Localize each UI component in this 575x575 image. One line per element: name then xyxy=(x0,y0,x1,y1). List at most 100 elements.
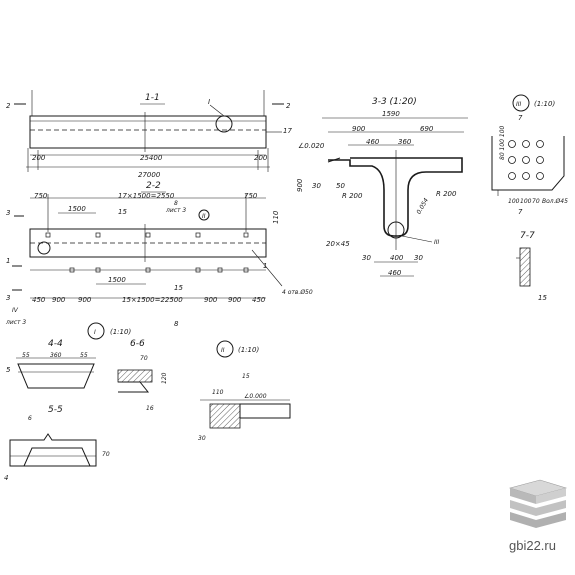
dim-900-c: 900 xyxy=(204,296,218,304)
watermark-text: gbi22.ru xyxy=(509,538,556,553)
section-5-5-title: 5-5 xyxy=(48,405,63,415)
section-4-4: 4-4 55 360 55 5 xyxy=(6,339,96,389)
cut-1-right: 1 xyxy=(263,262,267,270)
cut-8-bottom: 8 xyxy=(174,320,179,328)
dim-100-b: 100 xyxy=(520,198,532,205)
detail-i-callout: I xyxy=(208,98,210,106)
detail-ii-title: II xyxy=(221,347,225,354)
dim-15-ii: 15 xyxy=(242,373,250,380)
dim-80-100-100: 80 100 100 xyxy=(499,125,506,160)
cut-2-right: 2 xyxy=(286,102,291,110)
dim-r200-left: R 200 xyxy=(342,192,363,200)
section-3-3-title: 3-3 (1:20) xyxy=(372,97,417,107)
detail-ii-scale: (1:10) xyxy=(238,346,259,354)
dim-200-left: 200 xyxy=(32,154,46,162)
dim-25400: 25400 xyxy=(140,154,163,162)
dim-100-a: 100 xyxy=(508,198,520,205)
cut-2-left: 2 xyxy=(6,102,11,110)
dim-15-77: 15 xyxy=(538,294,547,302)
dim-17x1500: 17×1500=2550 xyxy=(118,192,175,200)
dim-15x1500: 15×1500=22500 xyxy=(122,296,183,304)
detail-iii-callout: III xyxy=(434,239,440,246)
section-1-1-title: 1-1 xyxy=(145,93,160,103)
dim-110: 110 xyxy=(272,210,280,224)
detail-iii-scale: (1:10) xyxy=(534,100,555,108)
section-7-7-title: 7-7 xyxy=(520,231,535,241)
section-3-3: 3-3 (1:20) 1590 900 690 460 360 ∠0.020 3… xyxy=(296,97,468,277)
dim-1500-top: 1500 xyxy=(68,205,86,213)
dim-level-0000: ∠0.000 xyxy=(244,393,267,400)
dim-450-left: 450 xyxy=(32,296,46,304)
dim-900-a: 900 xyxy=(52,296,66,304)
section-7-7: 7-7 15 xyxy=(516,231,547,302)
section-2-2: 2-2 750 17×1500=2550 750 1500 15 II 8 ли… xyxy=(5,181,313,328)
dim-70-55: 70 xyxy=(102,451,110,458)
cut-3-left: 3 xyxy=(6,209,10,217)
dim-460-bottom: 460 xyxy=(388,269,402,277)
section-5-5: 5-5 6 70 4 xyxy=(4,405,110,482)
dim-70-c: 70 xyxy=(532,198,540,205)
cut-8-top: 8 xyxy=(174,200,178,207)
dim-level-0020: ∠0.020 xyxy=(298,142,325,150)
dim-1590: 1590 xyxy=(382,110,400,118)
detail-i-scale: (1:10) xyxy=(110,328,131,336)
dim-55-right: 55 xyxy=(80,352,88,359)
dim-50-left: 50 xyxy=(336,182,345,190)
cut-3-bottom: 3 xyxy=(6,294,10,302)
dim-690: 690 xyxy=(420,125,434,133)
detail-iv-callout: IV xyxy=(12,307,19,314)
dim-70-66: 70 xyxy=(140,355,148,362)
cut-7-bottom: 7 xyxy=(518,208,523,216)
section-4-4-title: 4-4 xyxy=(48,339,63,349)
bolt-holes xyxy=(508,140,544,180)
dim-30-left: 30 xyxy=(312,182,321,190)
dim-4-holes: 4 отв.Ø50 xyxy=(282,289,313,296)
detail-iii: III (1:10) 7 80 100 100 100 100 70 Вол.Ø… xyxy=(491,94,568,216)
section-1-1: 1-1 2 2 I 17 200 25400 200 27000 xyxy=(6,90,292,179)
dim-30-bottom-right: 30 xyxy=(414,254,423,262)
dim-5: 5 xyxy=(6,366,11,374)
lista-3-top: лист 3 xyxy=(165,207,186,214)
dim-110-ii: 110 xyxy=(212,389,224,396)
dim-900-b: 900 xyxy=(78,296,92,304)
cut-1-left: 1 xyxy=(6,257,10,265)
dim-900-d: 900 xyxy=(228,296,242,304)
dim-4-55: 4 xyxy=(4,474,8,482)
dim-360-44: 360 xyxy=(50,352,62,359)
dim-16: 16 xyxy=(146,405,154,412)
dim-1500-bottom: 1500 xyxy=(108,276,126,284)
holes-top-row xyxy=(45,232,249,238)
detail-ii: II (1:10) 15 110 ∠0.000 30 xyxy=(198,340,291,442)
dim-15-bottom: 15 xyxy=(174,284,183,292)
dim-27000: 27000 xyxy=(138,171,161,179)
dim-400: 400 xyxy=(390,254,404,262)
detail-i-title: I xyxy=(94,329,96,336)
dim-450-right: 450 xyxy=(252,296,266,304)
detail-iii-title: III xyxy=(516,101,522,108)
cut-6-top: 6 xyxy=(28,415,32,422)
dim-30-ii: 30 xyxy=(198,435,206,442)
detail-i: I (1:10) xyxy=(87,322,131,340)
dim-750-left: 750 xyxy=(34,192,48,200)
dim-30-bottom-left: 30 xyxy=(362,254,371,262)
site-logo xyxy=(508,479,568,528)
dim-17: 17 xyxy=(283,127,292,135)
dim-120: 120 xyxy=(161,372,168,384)
dim-900-vert: 900 xyxy=(296,178,304,192)
dim-15-top: 15 xyxy=(118,208,127,216)
dim-750-right: 750 xyxy=(244,192,258,200)
lista-3-bottom: лист 3 xyxy=(5,319,26,326)
dim-460-top: 460 xyxy=(366,138,380,146)
dim-bolt: Вол.Ø45 xyxy=(542,198,568,205)
dim-r200-right: R 200 xyxy=(436,190,457,198)
dim-200-right: 200 xyxy=(254,154,268,162)
section-6-6: 6-6 70 120 16 xyxy=(117,339,168,412)
dim-900-top: 900 xyxy=(352,125,366,133)
dim-20x45: 20×45 xyxy=(326,240,350,248)
detail-ii-callout: II xyxy=(202,213,206,220)
cut-7-top: 7 xyxy=(518,114,523,122)
dim-360-top: 360 xyxy=(398,138,412,146)
dim-55-left: 55 xyxy=(22,352,30,359)
